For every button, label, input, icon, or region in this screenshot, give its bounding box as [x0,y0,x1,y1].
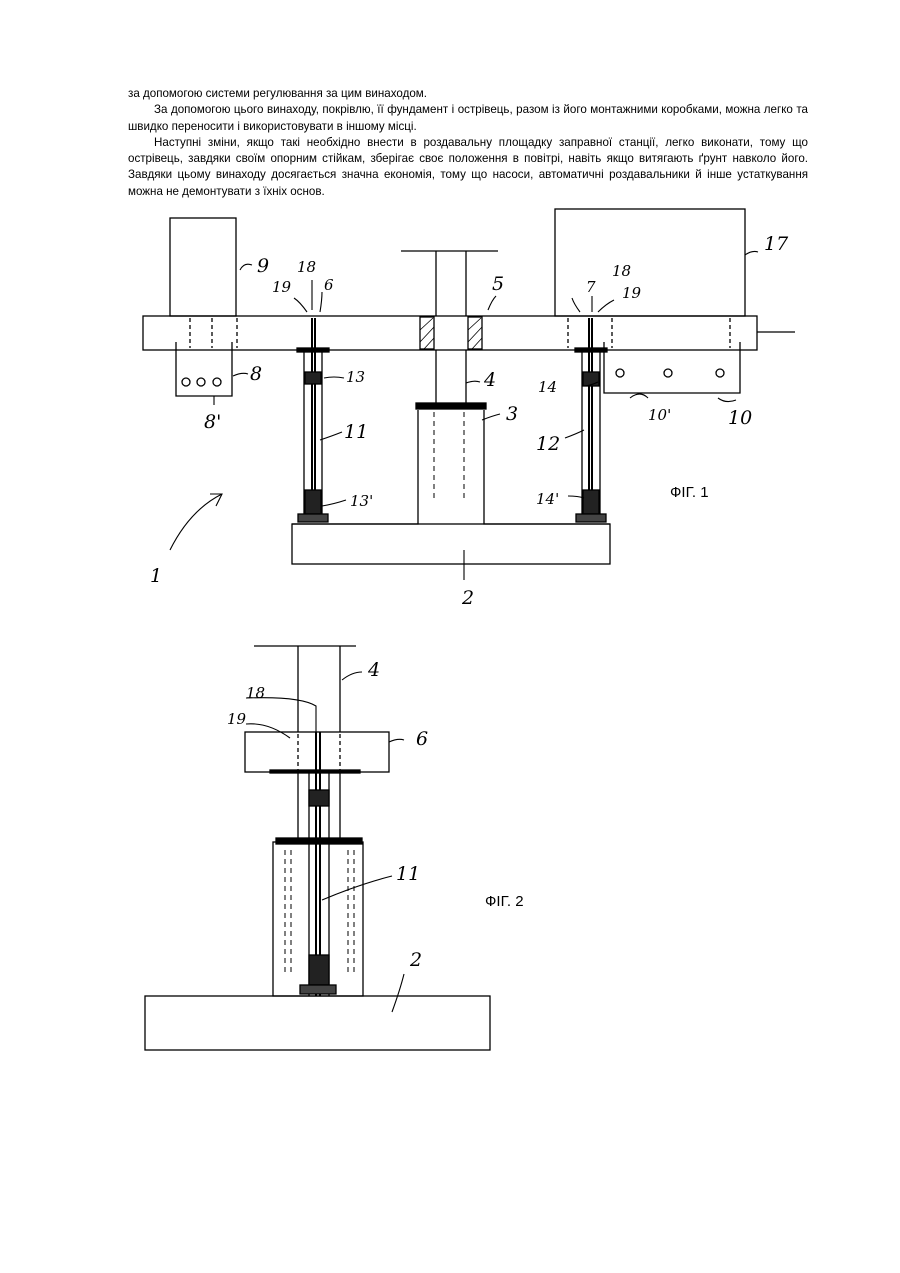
fig2-label-2: 2 [409,949,422,971]
foundation-2-fig2 [145,996,490,1050]
fig2-label-19: 19 [227,710,247,728]
label-19-right: 19 [622,284,642,302]
label-8-prime: 8' [204,411,221,433]
box-9 [170,218,236,316]
label-1: 1 [150,565,162,587]
island-slab [143,316,757,350]
fig2-label-18: 18 [246,684,265,702]
figure-2-caption: ФІГ. 2 [485,893,524,910]
label-13: 13 [346,368,365,386]
fig2-label-11: 11 [396,863,420,885]
label-17: 17 [764,233,789,255]
label-4: 4 [483,369,496,391]
label-3: 3 [506,403,518,425]
foundation-2 [292,524,610,564]
figure-1-caption: ФІГ. 1 [670,484,709,501]
fig2-label-4: 4 [367,659,380,681]
label-9: 9 [257,255,269,277]
hatch-left [420,317,434,349]
label-18-left: 18 [297,258,316,276]
label-8: 8 [250,363,262,385]
support-leg-11 [297,318,329,522]
label-13-prime: 13' [350,492,373,510]
box-17 [555,209,745,316]
label-14-prime: 14' [536,490,559,508]
label-7: 7 [586,278,596,296]
fig2-label-6: 6 [416,728,428,750]
label-10-prime: 10' [648,406,671,424]
label-18-right: 18 [612,262,631,280]
figure-1: 9 18 6 19 5 7 18 19 17 8 8' 13 11 13' 4 … [143,209,795,609]
label-14: 14 [538,378,557,396]
plate-3 [416,403,486,409]
figure-2: 4 18 19 6 11 2 ФІГ. 2 [145,646,524,1050]
label-11: 11 [344,421,368,443]
hatch-right [468,317,482,349]
support-leg-12 [575,318,607,522]
label-6: 6 [324,276,334,294]
label-5: 5 [492,273,504,295]
label-12: 12 [536,433,560,455]
label-10: 10 [728,407,752,429]
label-2: 2 [461,587,474,609]
label-19-left: 19 [272,278,292,296]
